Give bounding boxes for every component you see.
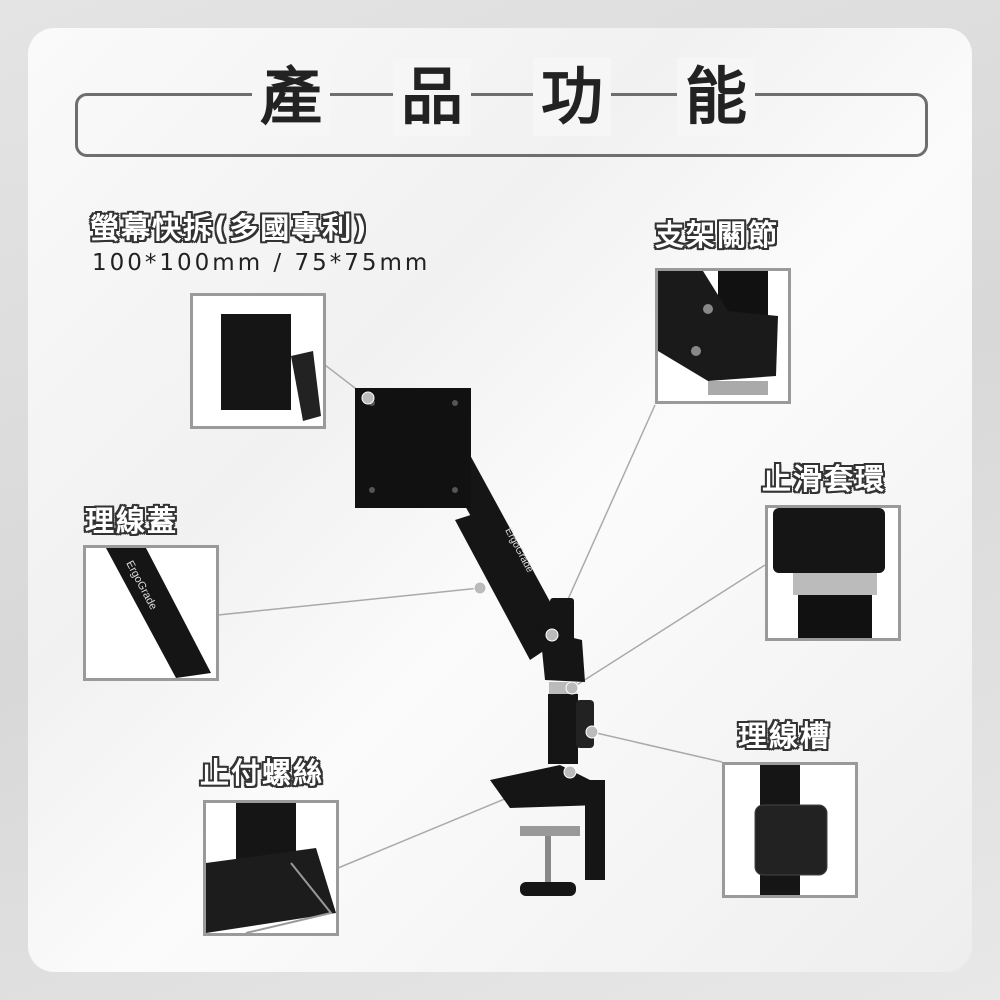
monitor-arm bbox=[445, 455, 605, 896]
anti-slip-label: 止滑套環 bbox=[762, 462, 887, 496]
cable-slot-label: 理線槽 bbox=[738, 719, 832, 753]
set-screw-photo bbox=[203, 800, 339, 936]
joint-photo bbox=[655, 268, 791, 404]
title-char: 品 bbox=[393, 58, 472, 136]
vesa-plate bbox=[355, 388, 471, 508]
cable-slot-photo bbox=[722, 762, 858, 898]
title-char: 能 bbox=[677, 58, 756, 136]
quick-release-label: 螢幕快拆(多國專利) bbox=[90, 211, 369, 245]
cable-cover-photo: ErgoGrade bbox=[83, 545, 219, 681]
title-bar bbox=[75, 93, 928, 157]
vesa-spec: 100*100mm / 75*75mm bbox=[92, 250, 431, 276]
connector-lines bbox=[217, 364, 766, 869]
set-screw-label: 止付螺絲 bbox=[200, 756, 325, 790]
callout-dots bbox=[361, 391, 599, 779]
cable-cover-label: 理線蓋 bbox=[85, 504, 179, 538]
anti-slip-ring-photo bbox=[765, 505, 901, 641]
title-char: 功 bbox=[533, 58, 612, 136]
joint-label: 支架關節 bbox=[655, 218, 780, 252]
title-char: 產 bbox=[252, 58, 331, 136]
quick-release-photo bbox=[190, 293, 326, 429]
